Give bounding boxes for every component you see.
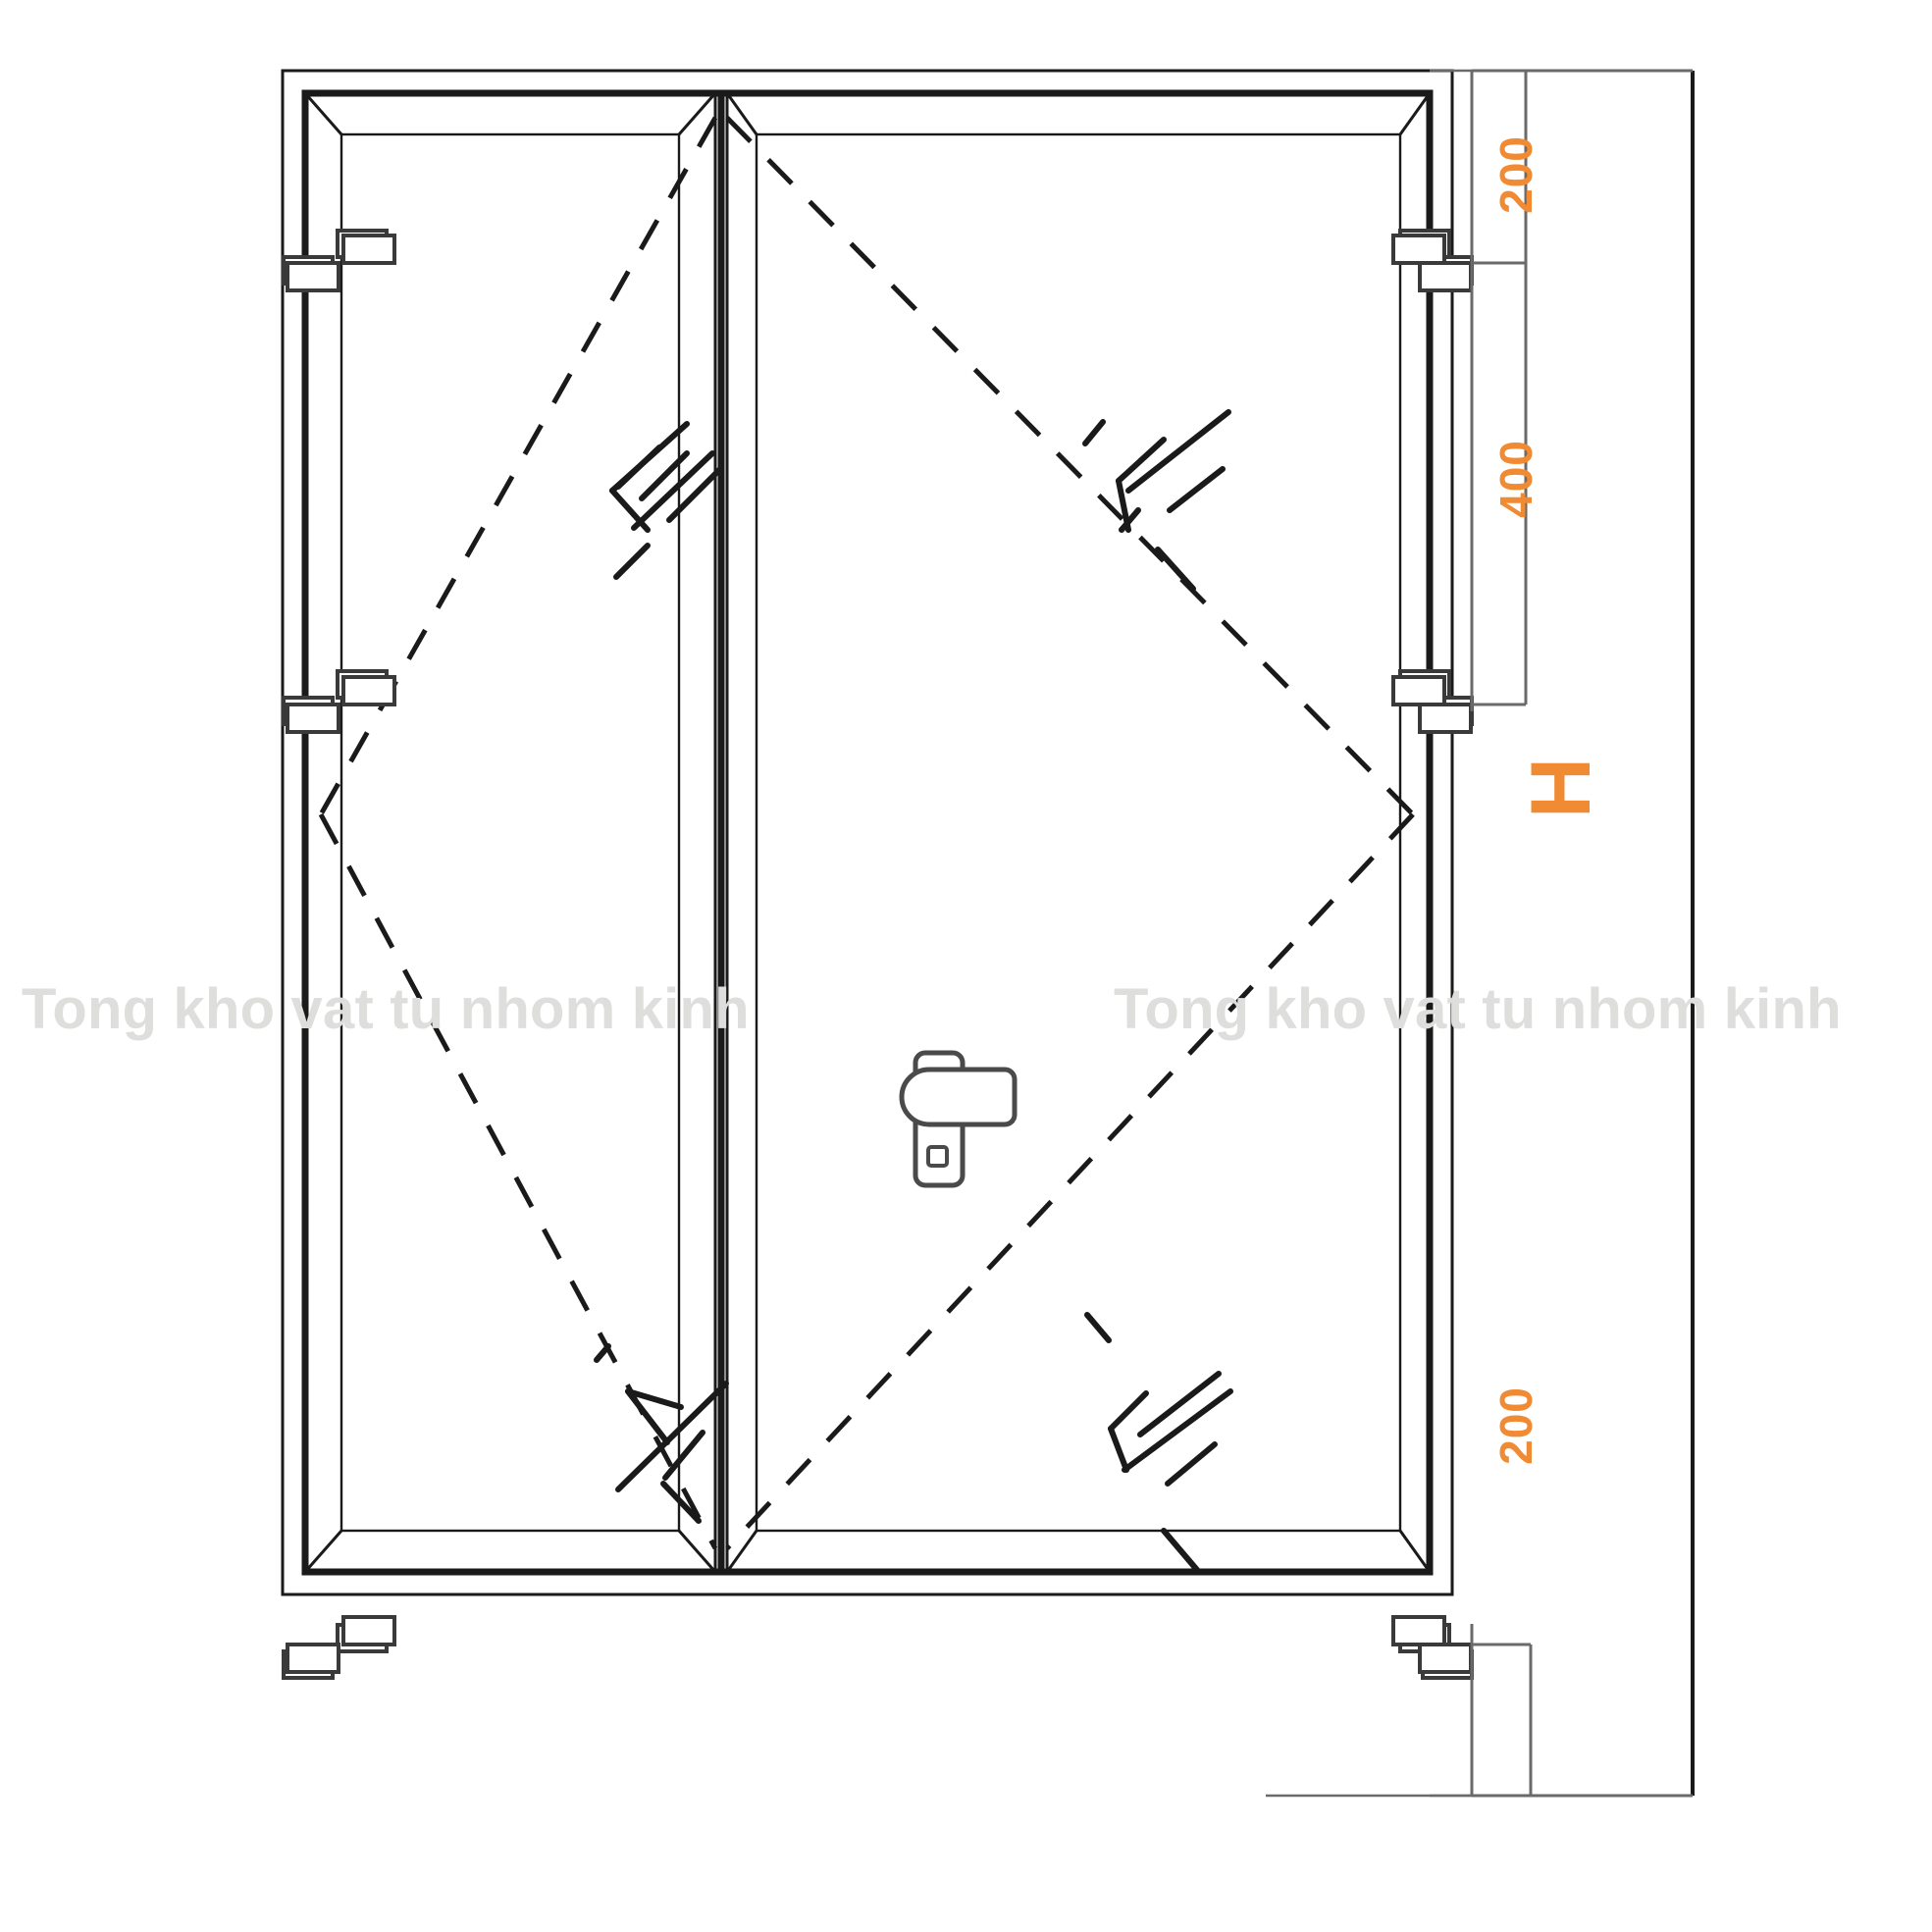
hinge-group-right [1398, 229, 1474, 1680]
dimension-lines [1266, 69, 1695, 1798]
swing-left-upper [318, 116, 718, 816]
door-handle-icon[interactable] [899, 1050, 1018, 1188]
swing-right-lower [725, 812, 1415, 1550]
mitre-tr-left [677, 92, 717, 135]
hinge-icon [286, 1615, 396, 1674]
height-dimension-label: H [1514, 757, 1609, 819]
swing-arc-icon [318, 116, 1415, 1550]
dimension-label-bottom-200: 200 [1489, 1386, 1541, 1465]
dimension-label-400: 400 [1489, 440, 1541, 518]
handle-lever [899, 1067, 1018, 1127]
mitre-br-right [1398, 1530, 1432, 1573]
watermark-right: Tong kho vat tu nhom kinh [1114, 977, 1842, 1041]
mitre-tr-right [1398, 92, 1432, 135]
left-leaf-outline [303, 91, 717, 1574]
swing-right-upper [725, 116, 1415, 816]
swing-left-lower [318, 812, 718, 1550]
left-leaf-glass-opening [339, 132, 681, 1533]
hinge-icon [286, 234, 396, 292]
mitre-bl-left [303, 1530, 343, 1573]
hinge-icon [1391, 234, 1473, 292]
right-leaf-outline [725, 91, 1432, 1574]
direction-arrow-icon-upper-right [1082, 409, 1231, 592]
meeting-stile [713, 93, 729, 1572]
watermark-left: Tong kho vat tu nhom kinh [22, 977, 750, 1041]
keyhole-icon [926, 1145, 949, 1168]
dimension-label-top-200: 200 [1489, 135, 1541, 214]
mitre-tl-left [303, 92, 343, 135]
outer-frame [281, 69, 1454, 1596]
hinge-group-left [282, 229, 389, 1680]
direction-arrow-icon-lower-right [1084, 1312, 1233, 1573]
mitre-tl-right [725, 92, 758, 135]
direction-arrow-icon-upper-left [609, 421, 723, 580]
mitre-bl-right [725, 1530, 758, 1573]
left-leaf[interactable] [303, 91, 717, 1574]
hinge-icon [286, 675, 396, 734]
hinge-icon [1391, 1615, 1473, 1674]
direction-arrow-icon-lower-left [594, 1343, 729, 1524]
right-leaf-glass-opening [755, 132, 1402, 1533]
frame-outer-rect [281, 69, 1454, 1596]
hinge-overlay-corrections [286, 234, 1473, 1674]
hinge-icon [1391, 675, 1473, 734]
right-leaf[interactable] [725, 91, 1432, 1574]
mitre-br-left [677, 1530, 717, 1573]
frame-inner-rect [301, 89, 1434, 1576]
